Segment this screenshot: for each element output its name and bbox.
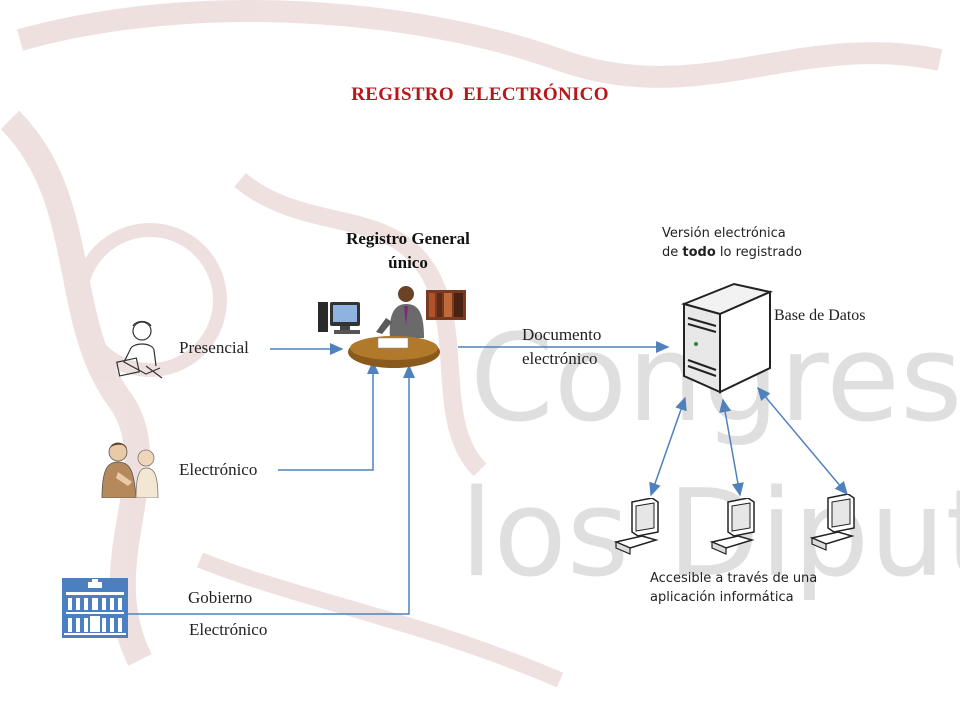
version-line2: de todo lo registrado xyxy=(662,245,802,260)
registro-general-title: Registro General único xyxy=(318,227,498,275)
watermark-line2: los Diputa xyxy=(460,465,960,604)
label-gobierno-line1: Gobierno xyxy=(188,588,253,607)
page-title: REGISTRO ELECTRÓNICO xyxy=(351,84,609,105)
label-gobierno-line2: Electrónico xyxy=(189,620,268,639)
registro-line2: único xyxy=(388,253,428,272)
documento-line1: Documento xyxy=(522,325,602,344)
version-emphasis: todo xyxy=(682,245,716,260)
label-electronico: Electrónico xyxy=(179,460,258,479)
version-note: Versión electrónica de todo lo registrad… xyxy=(662,224,802,262)
government-building-icon xyxy=(62,578,128,638)
base-datos-label: Base de Datos xyxy=(774,307,866,324)
arrow-db-pc1 xyxy=(649,396,687,497)
arrow-db-pc3 xyxy=(757,386,848,496)
documento-label: Documento electrónico xyxy=(522,323,601,371)
accesible-note: Accesible a través de una aplicación inf… xyxy=(650,569,817,607)
documento-line2: electrónico xyxy=(522,349,598,368)
arrow-db-pc2 xyxy=(719,398,744,497)
people-meeting-icon xyxy=(101,442,159,498)
computer-icon xyxy=(709,498,755,555)
registro-line1: Registro General xyxy=(346,229,470,248)
version-line1: Versión electrónica xyxy=(662,226,786,241)
accesible-line1: Accesible a través de una xyxy=(650,571,818,586)
label-presencial: Presencial xyxy=(179,338,249,357)
computer-icon xyxy=(809,494,855,551)
arrow-gobierno xyxy=(128,364,415,615)
accesible-line2: aplicación informática xyxy=(650,590,794,605)
clerk-desk-icon xyxy=(318,286,466,368)
arrow-electronico xyxy=(278,360,379,471)
person-sketch-icon xyxy=(116,320,163,379)
computer-icon xyxy=(613,498,659,555)
database-server-icon xyxy=(680,282,774,394)
